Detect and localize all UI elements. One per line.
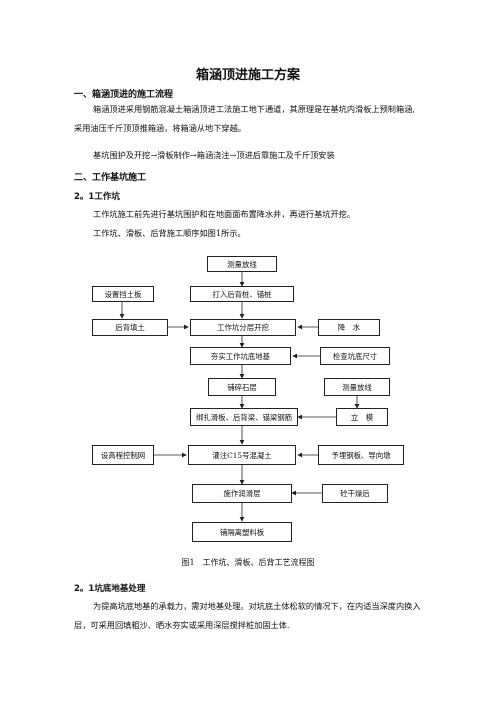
flow-box-elevation-control: 设高程控制网 — [92, 445, 154, 465]
flow-box-dewatering: 降 水 — [318, 319, 380, 336]
section-2-1-1-paragraph: 为提高坑底地基的承载力，需对地基处理。对坑底土体松软的情况下，在内适当深度内换入… — [74, 601, 421, 630]
flow-box-lubrication-layer: 施作润滑层 — [192, 484, 292, 503]
flow-box-concrete-dry: 砼干燥后 — [322, 484, 388, 503]
section-2-1-paragraph-1: 工作坑施工前先进行基坑围护和在地面面布置降水井，再进行基坑开挖。 — [93, 209, 356, 219]
flow-box-drive-piles: 打入后背桩、锚桩 — [190, 286, 294, 302]
flow-box-backfill: 后背填土 — [92, 319, 168, 336]
flow-box-survey: 测量放线 — [207, 256, 277, 272]
section-2-1-1-heading: 2。1坑底地基处理 — [74, 584, 146, 594]
flow-box-tie-rebar: 绑扎滑板、后背梁、锚梁钢筋 — [190, 408, 298, 426]
flow-box-formwork: 立 模 — [336, 408, 388, 426]
flow-box-pour-concrete: 灌注C15号混凝土 — [188, 445, 296, 465]
figure-caption: 图1 工作坑、滑板、后背工艺流程图 — [181, 558, 315, 567]
section-2-1-paragraph-2: 工作坑、滑板、后背施工顺序如图1所示。 — [93, 228, 246, 238]
flow-box-plastic-sheet: 铺隔离塑料板 — [192, 522, 292, 542]
flow-box-retaining-boards: 设置挡土板 — [92, 286, 154, 302]
flow-box-gravel-layer: 铺碎石层 — [208, 378, 276, 396]
flow-box-check-dimensions: 检查坑底尺寸 — [320, 347, 390, 365]
section-2-1-heading: 2。1工作坑 — [74, 192, 120, 202]
section-2-heading: 二、工作基坑施工 — [74, 173, 147, 183]
section-1-heading: 一、箱涵顶进的施工流程 — [74, 90, 174, 100]
flow-box-survey-2: 测量放线 — [324, 378, 390, 396]
section-1-flow-line: 基坑围护及开挖→滑板制作→箱涵浇注→顶进后靠施工及千斤顶安装 — [93, 150, 335, 160]
flow-box-embed-steel: 予埋钢板、导向墩 — [318, 445, 404, 465]
document-title: 箱涵顶进施工方案 — [195, 68, 300, 83]
section-1-paragraph: 箱涵顶进采用钢筋混凝土箱涵顶进工法施工地下通道，其原理是在基坑内滑板上预制箱涵,… — [74, 104, 415, 133]
flow-box-compact-base: 夯实工作坑底地基 — [190, 347, 291, 365]
flow-box-excavate: 工作坑分层开挖 — [190, 319, 296, 336]
